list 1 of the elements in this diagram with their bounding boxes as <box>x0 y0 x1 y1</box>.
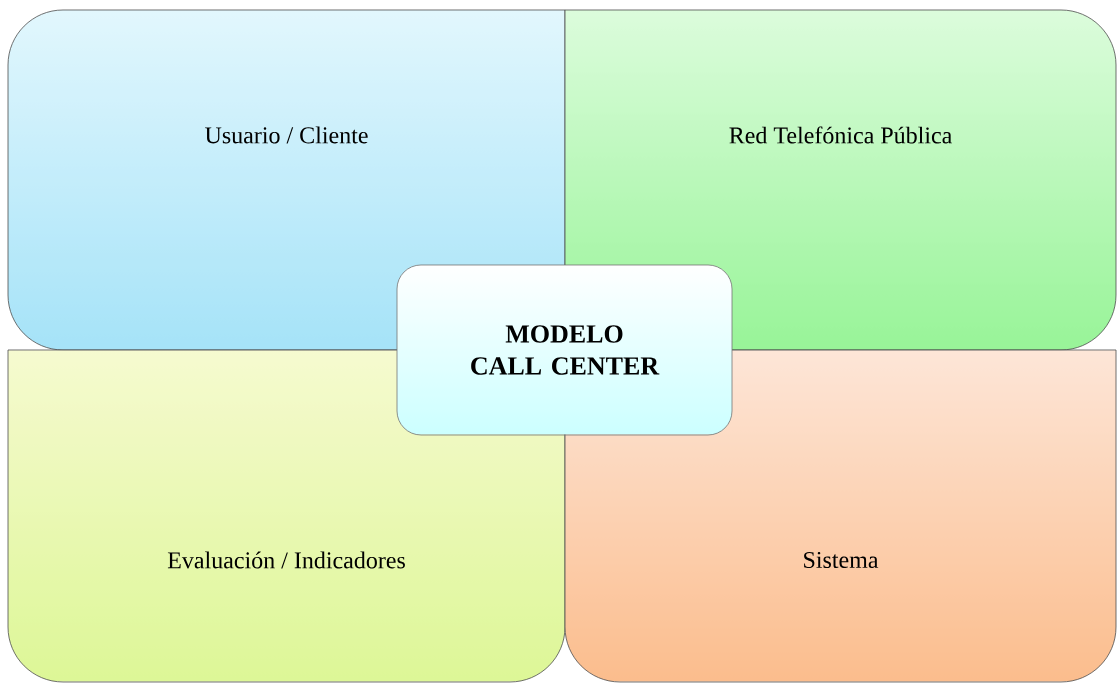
center-box: MODELO CALL CENTER <box>396 264 733 436</box>
